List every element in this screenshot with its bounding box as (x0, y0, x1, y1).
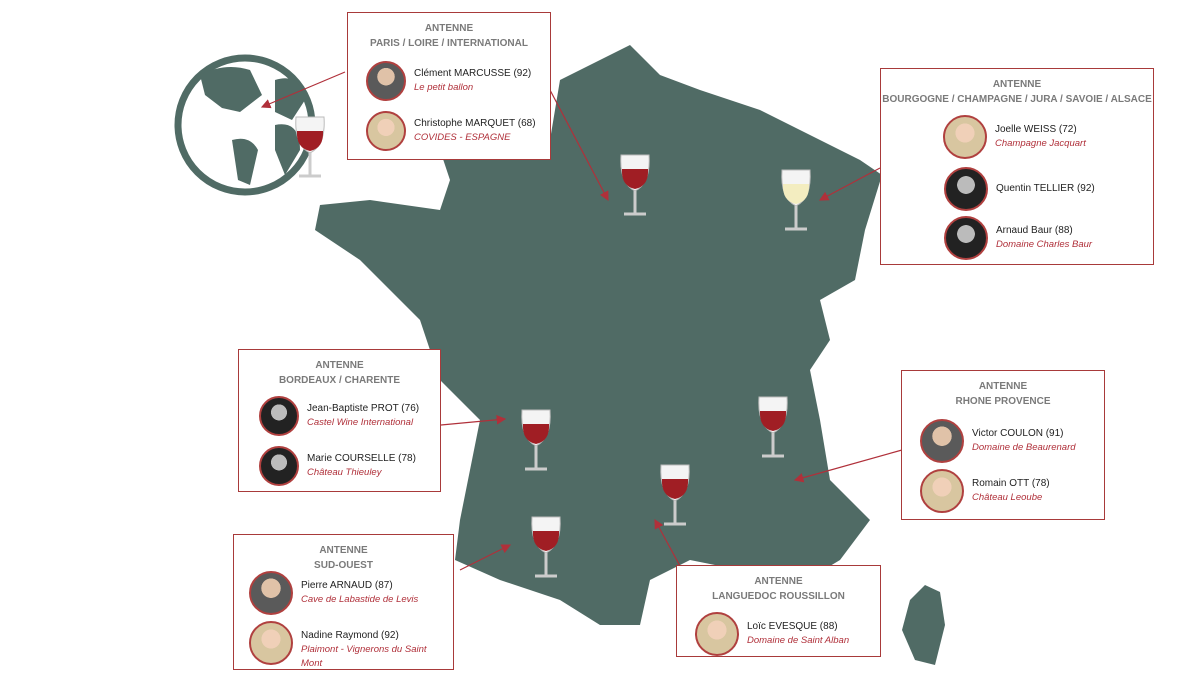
person-org: Château Thieuley (307, 467, 382, 478)
person-org: Plaimont - Vignerons du Saint Mont (301, 644, 427, 669)
person-name: Loïc EVESQUE (88) (747, 621, 838, 632)
antenna-region: PARIS / LOIRE / INTERNATIONAL (370, 38, 528, 49)
person-name: Arnaud Baur (88) (996, 225, 1073, 236)
person-org: Cave de Labastide de Levis (301, 594, 419, 605)
person-card: Clément MARCUSSE (92) Le petit ballon (366, 61, 531, 101)
person-name: Nadine Raymond (92) (301, 630, 399, 641)
avatar (249, 621, 293, 665)
person-name: Joelle WEISS (72) (995, 124, 1077, 135)
antenna-title: ANTENNE (315, 360, 364, 371)
avatar (366, 111, 406, 151)
person-org: COVIDES - ESPAGNE (414, 132, 511, 143)
antenna-languedoc-box: ANTENNE LANGUEDOC ROUSSILLON Loïc EVESQUE… (676, 565, 881, 657)
person-org: Champagne Jacquart (995, 138, 1086, 149)
avatar (944, 167, 988, 211)
corsica-map (902, 585, 945, 665)
person-name: Marie COURSELLE (78) (307, 453, 416, 464)
person-card: Quentin TELLIER (92) (944, 167, 1095, 211)
antenna-region: RHONE PROVENCE (955, 396, 1051, 407)
antenna-title: ANTENNE (319, 545, 368, 556)
avatar (259, 446, 299, 486)
person-card: Marie COURSELLE (78) Château Thieuley (259, 446, 416, 486)
antenna-bourgogne-box: ANTENNE BOURGOGNE / CHAMPAGNE / JURA / SA… (880, 68, 1154, 265)
person-card: Jean-Baptiste PROT (76) Castel Wine Inter… (259, 396, 419, 436)
avatar (944, 216, 988, 260)
person-name: Clément MARCUSSE (92) (414, 68, 532, 79)
person-name: Christophe MARQUET (68) (414, 118, 536, 129)
person-card: Loïc EVESQUE (88) Domaine de Saint Alban (695, 612, 849, 656)
person-name: Pierre ARNAUD (87) (301, 580, 393, 591)
person-card: Romain OTT (78) Château Leoube (920, 469, 1050, 513)
antenna-title: ANTENNE (978, 381, 1028, 392)
avatar (259, 396, 299, 436)
antenna-region: LANGUEDOC ROUSSILLON (712, 591, 845, 602)
antenna-title: ANTENNE (424, 23, 474, 34)
person-card: Pierre ARNAUD (87) Cave de Labastide de L… (249, 571, 418, 615)
person-name: Quentin TELLIER (92) (996, 183, 1095, 194)
antenna-rhone-box: ANTENNE RHONE PROVENCE Victor COULON (91)… (901, 370, 1105, 520)
avatar (920, 419, 964, 463)
person-card: Joelle WEISS (72) Champagne Jacquart (943, 115, 1086, 159)
avatar (366, 61, 406, 101)
person-org: Domaine de Beaurenard (972, 442, 1076, 453)
person-org: Le petit ballon (414, 82, 474, 93)
person-org: Domaine Charles Baur (996, 239, 1093, 250)
antenna-sud-ouest-box: ANTENNE SUD-OUEST Pierre ARNAUD (87) Cave … (233, 534, 454, 670)
arrows (260, 71, 903, 571)
person-card: Victor COULON (91) Domaine de Beaurenard (920, 419, 1076, 463)
antenna-title: ANTENNE (992, 79, 1042, 90)
antenna-region: BORDEAUX / CHARENTE (278, 375, 401, 386)
antenna-title: ANTENNE (754, 576, 803, 587)
person-org: Château Leoube (972, 492, 1043, 503)
avatar (943, 115, 987, 159)
avatar (695, 612, 739, 656)
person-org: Castel Wine International (307, 417, 414, 428)
person-name: Jean-Baptiste PROT (76) (307, 403, 420, 414)
antenna-region: SUD-OUEST (314, 560, 373, 571)
globe-icon (174, 54, 316, 196)
avatar (920, 469, 964, 513)
person-card: Arnaud Baur (88) Domaine Charles Baur (944, 216, 1092, 260)
antenna-bordeaux-box: ANTENNE BORDEAUX / CHARENTE Jean-Baptiste… (238, 349, 441, 492)
person-card: Nadine Raymond (92) Plaimont - Vignerons … (249, 621, 441, 671)
antenna-region: BOURGOGNE / CHAMPAGNE / JURA / SAVOIE / … (882, 94, 1152, 105)
antenna-paris-box: ANTENNE PARIS / LOIRE / INTERNATIONAL Clé… (347, 12, 551, 160)
france-map (315, 45, 882, 625)
person-name: Romain OTT (78) (972, 478, 1050, 489)
avatar (249, 571, 293, 615)
person-card: Christophe MARQUET (68) COVIDES - ESPAGNE (366, 111, 536, 151)
wine-glass-icons (294, 115, 812, 578)
person-org: Domaine de Saint Alban (747, 635, 850, 646)
person-name: Victor COULON (91) (972, 428, 1064, 439)
